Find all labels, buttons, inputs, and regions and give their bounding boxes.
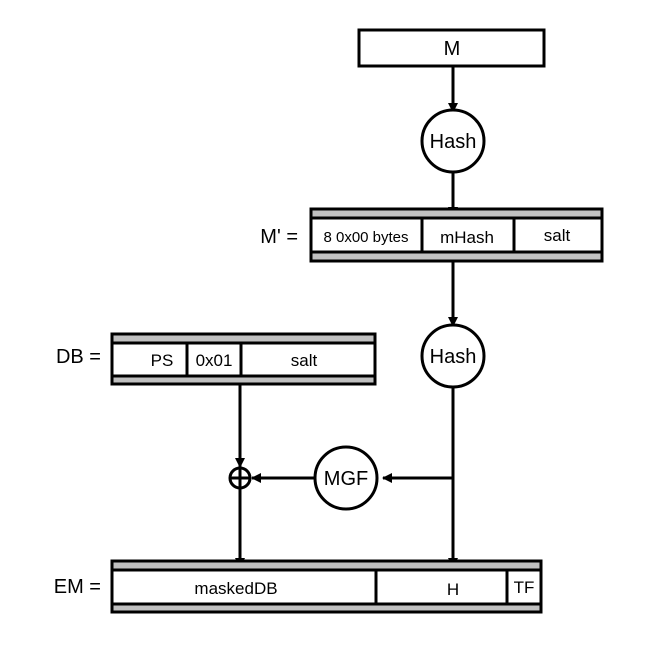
db-field-salt: salt [291,351,318,370]
db-block: PS 0x01 salt [110,332,377,386]
em-field-maskeddb: maskedDB [194,579,277,598]
em-field-h: H [447,580,459,599]
message-box: M [357,28,546,68]
em-block: maskedDB H TF [110,559,543,614]
hash-label-1: Hash [430,131,477,153]
mprime-field-salt: salt [544,226,571,245]
db-field-0x01: 0x01 [196,351,233,370]
mgf-circle: MGF [313,445,379,511]
message-label: M [444,38,461,60]
db-field-ps: PS [151,351,174,370]
mprime-block: 8 0x00 bytes mHash salt [309,207,604,263]
em-prefix: EM = [54,576,101,598]
mprime-field-padding: 8 0x00 bytes [323,229,408,246]
hash-circle-2: Hash [420,323,486,389]
mgf-label: MGF [324,468,368,490]
hash-label-2: Hash [430,346,477,368]
xor-icon [228,466,252,490]
em-field-tf: TF [514,578,535,597]
mprime-field-mhash: mHash [440,228,494,247]
hash-circle-1: Hash [420,108,486,174]
mprime-prefix: M' = [260,226,298,248]
db-prefix: DB = [56,346,101,368]
